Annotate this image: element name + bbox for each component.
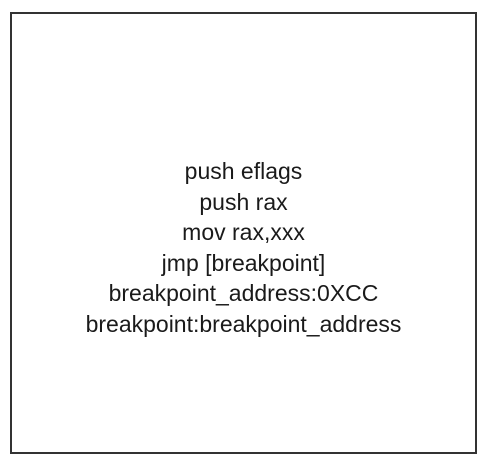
code-line-push-eflags: push eflags bbox=[184, 158, 303, 184]
code-line-jmp-breakpoint: jmp [breakpoint] bbox=[161, 249, 326, 276]
code-block: push eflags push rax mov rax,xxx jmp [br… bbox=[12, 156, 475, 339]
code-line-breakpoint-address: breakpoint_address:0XCC bbox=[108, 280, 379, 306]
code-line-mov-rax: mov rax,xxx bbox=[182, 219, 305, 245]
code-line-breakpoint-label: breakpoint:breakpoint_address bbox=[85, 310, 402, 337]
code-line-push-rax: push rax bbox=[199, 188, 288, 215]
diagram-frame: push eflags push rax mov rax,xxx jmp [br… bbox=[10, 12, 477, 454]
